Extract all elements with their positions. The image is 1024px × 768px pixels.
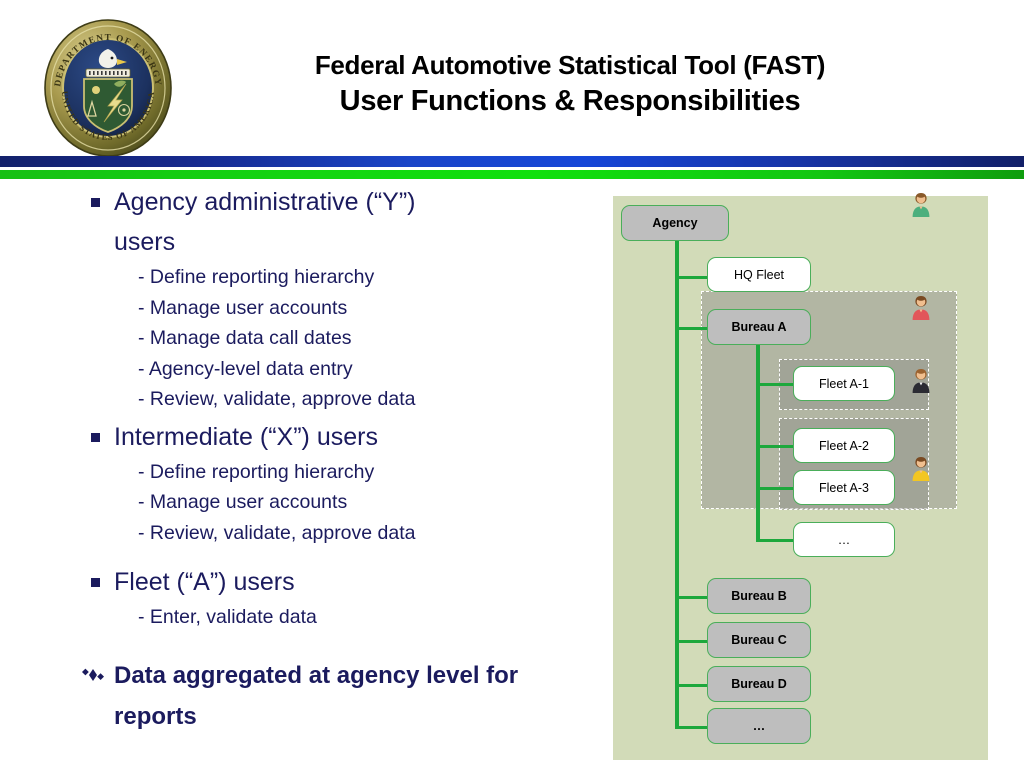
square-bullet-icon bbox=[91, 432, 100, 442]
divider-bar-blue bbox=[0, 156, 1024, 167]
person-icon-fleet-a2-a3-user bbox=[909, 454, 933, 482]
sub-item: - Review, validate, approve data bbox=[138, 521, 416, 544]
bullet-heading-text-line1: Agency administrative (“Y”) bbox=[114, 188, 416, 216]
org-hierarchy-diagram: Agency HQ Fleet Bureau A Fleet A-1 Fleet… bbox=[613, 193, 988, 760]
divider-bar-white bbox=[0, 167, 1024, 170]
bullet-heading-text-line1: Intermediate (“X”) users bbox=[114, 422, 378, 451]
node-fleet-ellipsis[interactable]: … bbox=[793, 522, 895, 557]
node-hq-fleet[interactable]: HQ Fleet bbox=[707, 257, 811, 292]
bullet-heading-intermediate: Intermediate (“X”) users bbox=[78, 417, 598, 457]
person-glyph bbox=[912, 457, 930, 481]
summary-bullet: Data aggregated at agency level for repo… bbox=[78, 655, 598, 737]
summary-bullet-line1: Data aggregated at agency level bbox=[114, 661, 480, 689]
connector-to-fleet-a1 bbox=[756, 383, 796, 386]
node-bureau-a[interactable]: Bureau A bbox=[707, 309, 811, 345]
bullet-group-intermediate: Intermediate (“X”) users - Define report… bbox=[78, 417, 598, 549]
node-fleet-a1[interactable]: Fleet A-1 bbox=[793, 366, 895, 401]
node-bureau-b[interactable]: Bureau B bbox=[707, 578, 811, 614]
connector-agency-trunk bbox=[675, 240, 679, 728]
node-fleet-a2[interactable]: Fleet A-2 bbox=[793, 428, 895, 463]
connector-to-bureau-a bbox=[675, 327, 707, 330]
bullet-heading-fleet: Fleet (“A”) users bbox=[78, 562, 598, 602]
bullet-heading-text-line1: Fleet (“A”) users bbox=[114, 568, 295, 596]
person-icon-fleet-a1-user bbox=[909, 366, 933, 394]
sub-item: - Define reporting hierarchy bbox=[138, 460, 375, 483]
bullet-group-fleet: Fleet (“A”) users - Enter, validate data bbox=[78, 562, 598, 633]
sub-item: - Agency-level data entry bbox=[138, 357, 353, 380]
node-agency[interactable]: Agency bbox=[621, 205, 729, 241]
title-line-2: User Functions & Responsibilities bbox=[339, 85, 801, 117]
sub-item: - Review, validate, approve data bbox=[138, 388, 416, 410]
doe-seal-logo: DEPARTMENT OF ENERGY UNITED STATES OF AM… bbox=[38, 18, 178, 158]
connector-bureau-a-trunk bbox=[756, 342, 760, 542]
sub-item: - Manage user accounts bbox=[138, 491, 348, 513]
person-glyph bbox=[912, 193, 930, 217]
square-bullet-icon bbox=[91, 198, 100, 207]
bullet-heading-text-line2: users bbox=[114, 228, 176, 256]
person-glyph bbox=[912, 369, 930, 393]
sub-item: - Enter, validate data bbox=[138, 606, 317, 628]
node-fleet-a3[interactable]: Fleet A-3 bbox=[793, 470, 895, 505]
connector-to-bureau-d bbox=[675, 684, 707, 687]
sub-item: - Manage data call dates bbox=[138, 327, 352, 349]
connector-to-bureau-ellipsis bbox=[675, 726, 707, 729]
divider-bar-green bbox=[0, 170, 1024, 179]
connector-to-fleet-a3 bbox=[756, 487, 796, 490]
connector-to-fleet-a2 bbox=[756, 445, 796, 448]
title-line-1: Federal Automotive Statistical Tool (FAS… bbox=[314, 50, 826, 80]
connector-to-fleet-ellipsis bbox=[756, 539, 796, 542]
diamond-bullet-icon bbox=[82, 668, 104, 681]
connector-to-bureau-b bbox=[675, 596, 707, 599]
node-bureau-ellipsis[interactable]: … bbox=[707, 708, 811, 744]
slide-header: DEPARTMENT OF ENERGY UNITED STATES OF AM… bbox=[0, 0, 1024, 157]
content-body: Agency administrative (“Y”) users - Defi… bbox=[78, 182, 598, 737]
doe-seal-icon: DEPARTMENT OF ENERGY UNITED STATES OF AM… bbox=[44, 19, 172, 157]
bullet-heading-agency-admin: Agency administrative (“Y”) users bbox=[78, 182, 598, 262]
bullet-group-agency-admin: Agency administrative (“Y”) users - Defi… bbox=[78, 182, 598, 415]
square-bullet-icon bbox=[91, 578, 100, 587]
person-icon-agency-admin bbox=[909, 190, 933, 218]
node-bureau-d[interactable]: Bureau D bbox=[707, 666, 811, 702]
connector-to-bureau-c bbox=[675, 640, 707, 643]
page-title: Federal Automotive Statistical Tool (FAS… bbox=[200, 50, 940, 118]
connector-to-hq-fleet bbox=[675, 276, 707, 279]
person-glyph bbox=[912, 296, 930, 320]
sub-item: - Define reporting hierarchy bbox=[138, 266, 375, 288]
summary-bullet-line2: for reports bbox=[114, 661, 519, 730]
sub-item: - Manage user accounts bbox=[138, 296, 348, 319]
node-bureau-c[interactable]: Bureau C bbox=[707, 622, 811, 658]
person-icon-bureau-a-admin bbox=[909, 293, 933, 321]
